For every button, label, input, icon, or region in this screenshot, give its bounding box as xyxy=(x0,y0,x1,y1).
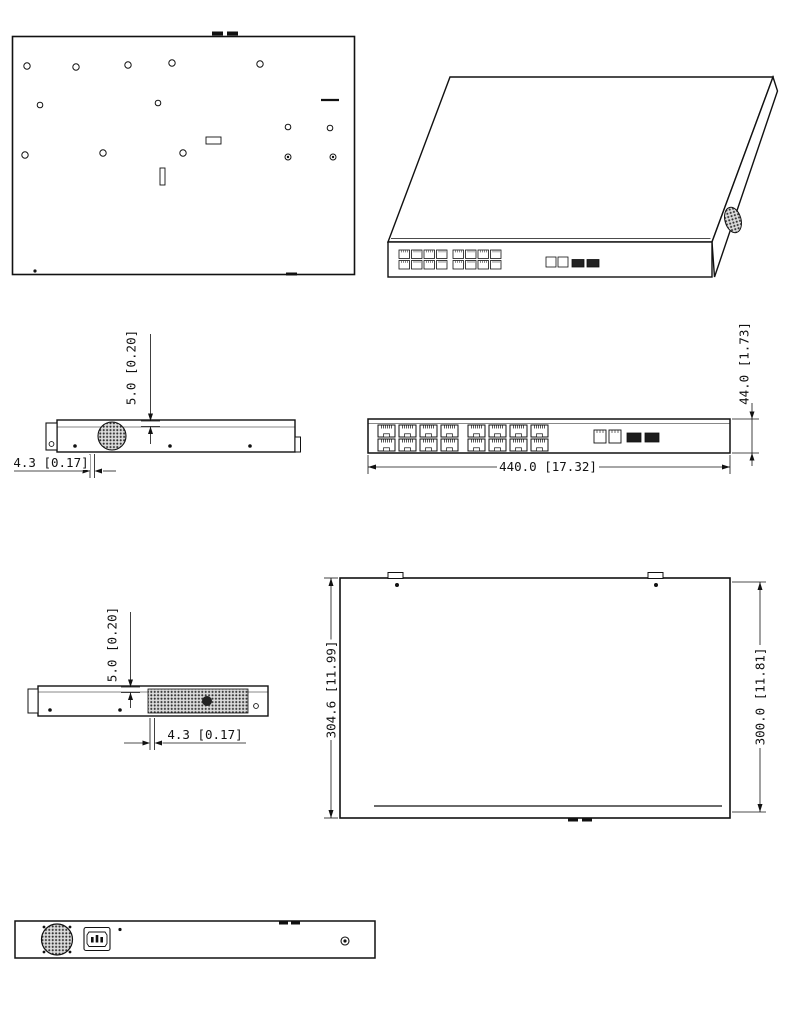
vent-slot xyxy=(212,31,223,36)
side-view-lower xyxy=(27,612,269,750)
fan-hub xyxy=(202,696,212,706)
dim-label-side-lower-height: 5.0 [0.20] xyxy=(104,605,120,684)
mounting-tab xyxy=(647,572,664,579)
uplink-ports xyxy=(593,429,660,444)
dimension-offset xyxy=(14,454,116,478)
dimension-overall-depth xyxy=(324,577,338,819)
dim-label-side-upper-height: 5.0 [0.20] xyxy=(123,328,139,407)
bottom-view xyxy=(11,31,356,276)
dimension-height xyxy=(121,612,140,708)
dimension-offset xyxy=(124,718,246,750)
fan-grille-icon xyxy=(40,923,74,956)
mounting-ear xyxy=(27,688,39,714)
mounting-holes xyxy=(21,59,334,159)
dimension-height xyxy=(141,334,160,444)
side-view-upper xyxy=(14,334,301,478)
sfp-port xyxy=(644,432,660,443)
top-view xyxy=(324,572,766,822)
slot xyxy=(159,167,166,186)
dim-label-top-body-depth: 300.0 [11.81] xyxy=(752,646,768,747)
ground-screw xyxy=(340,936,350,946)
dim-label-front-width: 440.0 [17.32] xyxy=(498,459,598,474)
fan-grille-icon xyxy=(724,206,742,234)
dimension-width xyxy=(367,455,731,474)
front-view xyxy=(367,403,759,474)
mounting-ear xyxy=(45,422,58,451)
rear-view xyxy=(14,920,376,959)
mounting-tab xyxy=(387,572,404,579)
top-face xyxy=(386,76,775,243)
dim-label-side-upper-offset: 4.3 [0.17] xyxy=(12,455,90,470)
uplink-ports xyxy=(545,256,600,268)
power-inlet-icon xyxy=(83,926,111,952)
cutout xyxy=(205,136,222,145)
vent-panel xyxy=(147,688,249,714)
dim-label-front-height: 44.0 [1.73] xyxy=(736,320,752,407)
sfp-port xyxy=(626,432,642,443)
perspective-view xyxy=(386,74,779,278)
dimension-height xyxy=(732,403,759,466)
screw-holes xyxy=(284,153,337,161)
dimension-body-depth xyxy=(732,581,766,813)
dim-label-top-overall-depth: 304.6 [11.99] xyxy=(323,639,339,740)
dim-label-side-lower-offset: 4.3 [0.17] xyxy=(166,727,244,742)
fan-grille-icon xyxy=(97,421,127,451)
vent-slot xyxy=(227,31,238,36)
